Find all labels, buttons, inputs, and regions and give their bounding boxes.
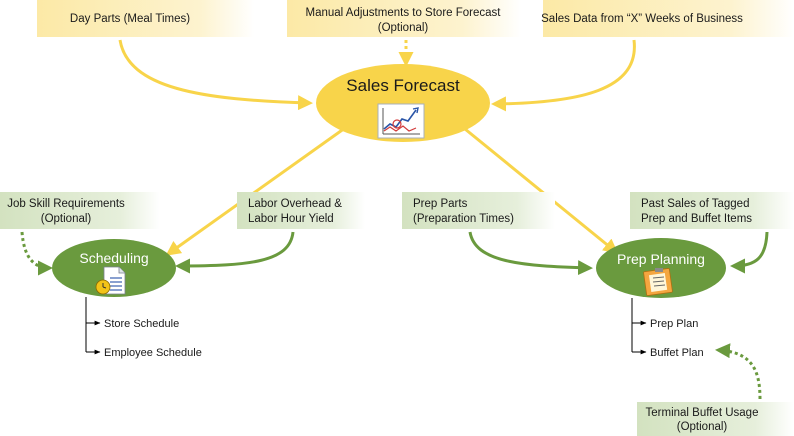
input-past-sales-label: Past Sales of Tagged: [641, 198, 749, 210]
arrow-terminal-buffet-to-buffet-plan: [715, 343, 762, 400]
schedule-document-clock-icon: [95, 266, 126, 295]
arrow-forecast-to-scheduling: [165, 126, 346, 256]
input-day-parts-label: Day Parts (Meal Times): [70, 13, 190, 25]
input-labor-overhead-label: Labor Overhead &: [248, 198, 342, 210]
arrow-sales-data-to-forecast: [491, 39, 636, 112]
arrow-day-parts-to-forecast: [118, 39, 313, 111]
input-terminal-buffet-label: Terminal Buffet Usage: [646, 407, 759, 419]
scheduling-node: Scheduling: [52, 239, 176, 297]
output-prep-plan: Prep Plan: [650, 318, 698, 330]
input-prep-parts-label: Prep Parts: [413, 198, 468, 210]
input-labor-overhead: Labor Overhead & Labor Hour Yield: [237, 192, 365, 229]
line-chart-icon: [377, 103, 425, 139]
arrow-prep-parts-to-prep: [468, 231, 593, 276]
input-past-sales: Past Sales of Tagged Prep and Buffet Ite…: [630, 192, 794, 229]
input-manual-adjustments-optional: (Optional): [378, 22, 429, 34]
input-past-sales-items: Prep and Buffet Items: [641, 213, 752, 225]
input-manual-adjustments: Manual Adjustments to Store Forecast (Op…: [287, 0, 521, 37]
prep-planning-node: Prep Planning: [596, 238, 726, 298]
output-buffet-plan: Buffet Plan: [650, 347, 704, 359]
output-employee-schedule: Employee Schedule: [104, 347, 202, 359]
input-job-skill-optional: (Optional): [41, 213, 92, 225]
prep-planning-title: Prep Planning: [617, 251, 705, 267]
input-labor-hour-yield-label: Labor Hour Yield: [248, 213, 334, 225]
input-prep-parts: Prep Parts (Preparation Times): [402, 192, 555, 229]
arrow-forecast-to-prep: [464, 127, 619, 254]
output-store-schedule: Store Schedule: [104, 318, 179, 330]
input-job-skill: Job Skill Requirements (Optional): [0, 192, 160, 229]
arrow-labor-to-scheduling: [175, 231, 295, 274]
arrow-past-sales-to-prep: [730, 231, 769, 274]
input-sales-data-label: Sales Data from “X” Weeks of Business: [541, 13, 743, 25]
input-prep-parts-times: (Preparation Times): [413, 213, 514, 225]
prep-checklist-icon: [643, 268, 673, 296]
input-sales-data: Sales Data from “X” Weeks of Business: [541, 0, 794, 37]
input-day-parts: Day Parts (Meal Times): [37, 0, 254, 37]
input-manual-adjustments-label: Manual Adjustments to Store Forecast: [306, 7, 502, 19]
scheduling-title: Scheduling: [79, 250, 148, 266]
input-job-skill-label: Job Skill Requirements: [7, 198, 125, 210]
input-terminal-buffet: Terminal Buffet Usage (Optional): [637, 402, 794, 436]
input-terminal-buffet-optional: (Optional): [677, 421, 728, 433]
sales-forecast-title: Sales Forecast: [346, 76, 460, 95]
arrow-job-skill-to-scheduling: [20, 231, 53, 276]
sales-forecast-node: Sales Forecast: [316, 64, 490, 142]
